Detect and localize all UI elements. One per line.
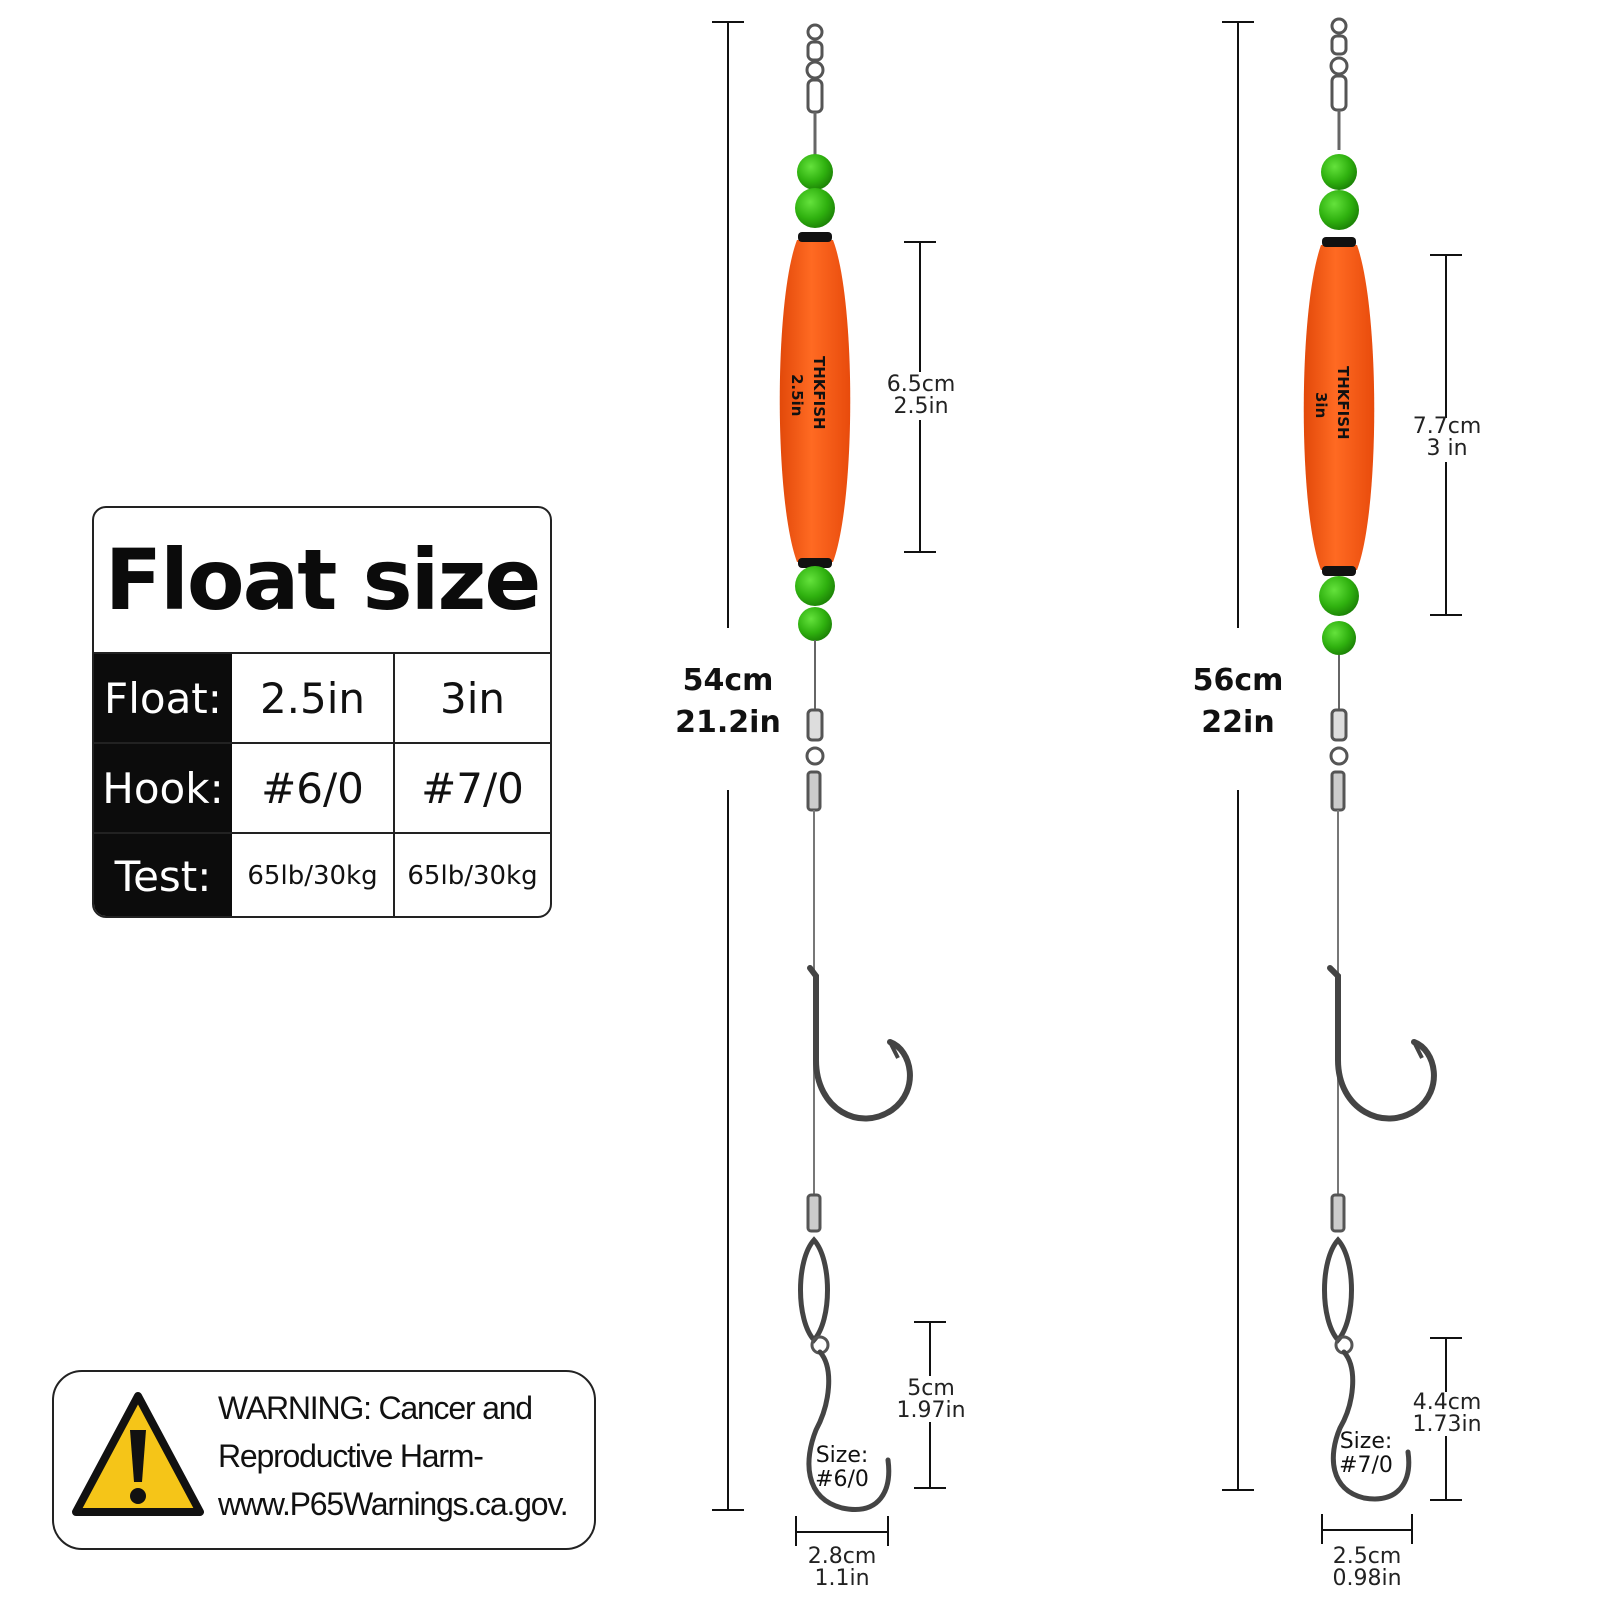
- hook-length-cm-2: 4.4cm: [1412, 1390, 1482, 1415]
- hook-size-caption-1: Size:: [815, 1443, 869, 1468]
- cell-test-2: 65lb/30kg: [407, 861, 538, 891]
- hook-gap-in-1: 1.1in: [814, 1566, 870, 1591]
- hook-length-in-2: 1.73in: [1412, 1412, 1482, 1437]
- total-length-dimension-1: [712, 21, 744, 1511]
- float-length-label-1: 6.5cm 2.5in: [866, 374, 976, 418]
- hook-length-label-2: 4.4cm 1.73in: [1392, 1392, 1502, 1436]
- rig-2: THKFISH 3in: [1222, 17, 1462, 1544]
- warning-line-1: WARNING: Cancer and: [218, 1390, 533, 1426]
- row-label-hook: Hook:: [94, 744, 232, 832]
- hook-size-caption-2: Size:: [1339, 1429, 1393, 1454]
- bead-icon: [795, 566, 835, 606]
- hook-size-label-1: Size: #6/0: [802, 1444, 882, 1492]
- cell-hook-1: #6/0: [232, 744, 395, 832]
- hook-size-value-2: #7/0: [1339, 1453, 1393, 1478]
- hook-2a-icon: [1327, 965, 1437, 1122]
- cell-test-1: 65lb/30kg: [232, 834, 395, 916]
- cell-hook-2: #7/0: [421, 763, 524, 813]
- brand-logo-text: THKFISH: [1334, 366, 1352, 440]
- bead-icon: [795, 188, 835, 228]
- cell-float-2: 3in: [439, 673, 505, 723]
- table-title: Float size: [104, 531, 542, 629]
- total-length-label-1: 54cm 21.2in: [663, 660, 793, 744]
- float-body-1: [779, 240, 851, 562]
- rig-1: THKFISH 2.5in: [712, 21, 946, 1546]
- total-length-cm-2: 56cm: [1192, 663, 1284, 698]
- total-length-dimension-2: [1222, 21, 1254, 1491]
- hook-length-dimension-2: [1430, 1337, 1462, 1501]
- float-size-marking: 2.5in: [788, 374, 806, 416]
- bead-icon: [798, 607, 832, 641]
- swivel-2: [1329, 17, 1349, 112]
- float-length-in-1: 2.5in: [893, 394, 949, 419]
- hook-length-in-1: 1.97in: [896, 1398, 966, 1423]
- warning-line-2: Reproductive Harm-: [218, 1438, 484, 1474]
- brand-logo-text: THKFISH: [810, 356, 828, 430]
- warning-triangle-icon: [72, 1392, 204, 1516]
- float-body-2: [1303, 245, 1375, 570]
- bead-icon: [1321, 154, 1357, 190]
- table-row-test: Test: 65lb/30kg 65lb/30kg: [94, 832, 550, 916]
- float-length-dimension-1: [904, 241, 936, 553]
- cell-float-1: 2.5in: [232, 654, 395, 742]
- float-size-marking: 3in: [1312, 392, 1330, 418]
- hook-gap-cm-2: 2.5cm: [1332, 1544, 1402, 1569]
- total-length-cm-1: 54cm: [682, 663, 774, 698]
- float-length-label-2: 7.7cm 3 in: [1392, 416, 1502, 460]
- hook-size-value-1: #6/0: [815, 1467, 869, 1492]
- float-length-cm-2: 7.7cm: [1412, 414, 1482, 439]
- table-row-float: Float: 2.5in 3in: [94, 652, 550, 742]
- prop65-warning: WARNING: Cancer and Reproductive Harm- w…: [52, 1370, 596, 1550]
- hook-1a-icon: [807, 965, 913, 1122]
- float-marking-2: THKFISH 3in: [1312, 366, 1352, 440]
- hook-length-dimension-1: [914, 1321, 946, 1489]
- total-length-in-1: 21.2in: [675, 705, 781, 740]
- hook-2b-icon: [1330, 1349, 1412, 1502]
- hook-length-cm-1: 5cm: [907, 1376, 955, 1401]
- float-length-cm-1: 6.5cm: [886, 372, 956, 397]
- bead-icon: [1319, 190, 1359, 230]
- hook-1b-icon: [806, 1349, 892, 1512]
- bead-icon: [797, 154, 833, 190]
- hook-length-label-1: 5cm 1.97in: [876, 1378, 986, 1422]
- total-length-label-2: 56cm 22in: [1173, 660, 1303, 744]
- float-size-table: Float size Float: 2.5in 3in Hook: #6/0 #…: [92, 506, 552, 918]
- hook-gap-dimension-2: [1321, 1514, 1413, 1544]
- warning-text: WARNING: Cancer and Reproductive Harm- w…: [218, 1384, 588, 1528]
- float-length-in-2: 3 in: [1426, 436, 1468, 461]
- bead-icon: [1319, 576, 1359, 616]
- row-label-float: Float:: [94, 654, 232, 742]
- snap-clip-2-icon: [1322, 1236, 1354, 1344]
- total-length-in-2: 22in: [1201, 705, 1275, 740]
- hook-gap-cm-1: 2.8cm: [807, 1544, 877, 1569]
- row-label-test: Test:: [94, 834, 232, 916]
- bead-icon: [1322, 621, 1356, 655]
- snap-clip-1-icon: [798, 1236, 830, 1344]
- hook-gap-in-2: 0.98in: [1332, 1566, 1402, 1591]
- hook-gap-label-2: 2.5cm 0.98in: [1312, 1546, 1422, 1590]
- float-marking-1: THKFISH 2.5in: [788, 356, 828, 430]
- hook-gap-label-1: 2.8cm 1.1in: [787, 1546, 897, 1590]
- warning-line-3: www.P65Warnings.ca.gov.: [218, 1486, 569, 1522]
- float-length-dimension-2: [1430, 254, 1462, 616]
- hook-size-label-2: Size: #7/0: [1326, 1430, 1406, 1478]
- hook-gap-dimension-1: [795, 1516, 889, 1546]
- table-row-hook: Hook: #6/0 #7/0: [94, 742, 550, 832]
- swivel-1: [805, 23, 825, 114]
